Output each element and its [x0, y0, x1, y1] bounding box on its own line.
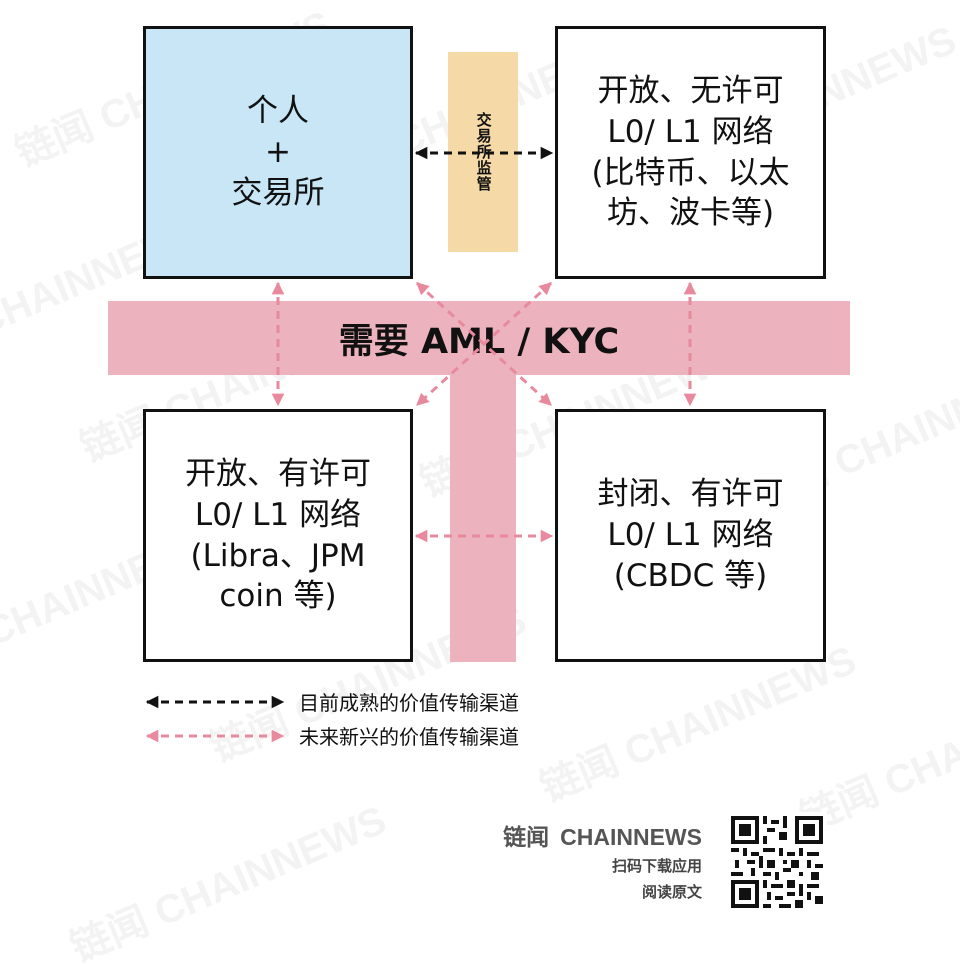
box-line: 个人	[247, 93, 309, 130]
box-line: L0/ L1 网络	[607, 517, 774, 554]
read-original-text: 阅读原文	[641, 883, 702, 901]
box-line: 坊、波卡等)	[606, 195, 775, 232]
box-line: 封闭、有许可	[597, 476, 784, 513]
box-open-permissionless: 开放、无许可 L0/ L1 网络 (比特币、以太 坊、波卡等)	[555, 26, 826, 279]
box-line: +	[265, 134, 291, 171]
box-line: L0/ L1 网络	[194, 496, 362, 533]
legend-emerging: 未来新兴的价值传输渠道	[143, 721, 519, 750]
legend-emerging-label: 未来新兴的价值传输渠道	[299, 725, 519, 749]
aml-label: 需要 AML / KYC	[108, 301, 850, 375]
watermark: 链闻 CHAINNEWS	[64, 798, 393, 971]
box-line: 开放、无许可	[597, 72, 784, 109]
box-line: (CBDC 等)	[613, 557, 768, 594]
legend-mature-label: 目前成熟的价值传输渠道	[299, 691, 519, 715]
box-line: coin 等)	[219, 578, 337, 615]
box-line: (Libra、JPM	[190, 537, 366, 574]
box-line: 开放、有许可	[185, 455, 371, 492]
qr-code-icon[interactable]	[727, 812, 827, 912]
aml-band-vertical	[450, 375, 516, 662]
exchange-regulation-label: 交易所监管	[474, 112, 493, 192]
box-line: L0/ L1 网络	[607, 113, 774, 150]
box-closed-permissioned: 封闭、有许可 L0/ L1 网络 (CBDC 等)	[555, 409, 826, 662]
aml-text: 需要 AML / KYC	[338, 321, 620, 362]
dashed-arrow-pink-icon	[145, 729, 285, 742]
brand-cn: 链闻	[503, 824, 550, 850]
brand-en: CHAINNEWS	[560, 824, 702, 850]
legend-mature: 目前成熟的价值传输渠道	[143, 687, 519, 716]
dashed-arrow-black-icon	[145, 695, 285, 708]
brand-logo: 链闻 CHAINNEWS	[503, 818, 702, 852]
box-line: 交易所	[231, 174, 325, 211]
box-line: (比特币、以太	[591, 154, 790, 191]
box-open-permissioned: 开放、有许可 L0/ L1 网络 (Libra、JPM coin 等)	[143, 409, 413, 662]
download-app-text: 扫码下载应用	[611, 857, 702, 875]
exchange-regulation-bar: 交易所监管	[448, 52, 518, 252]
box-individual-exchange: 个人 + 交易所	[143, 26, 413, 279]
